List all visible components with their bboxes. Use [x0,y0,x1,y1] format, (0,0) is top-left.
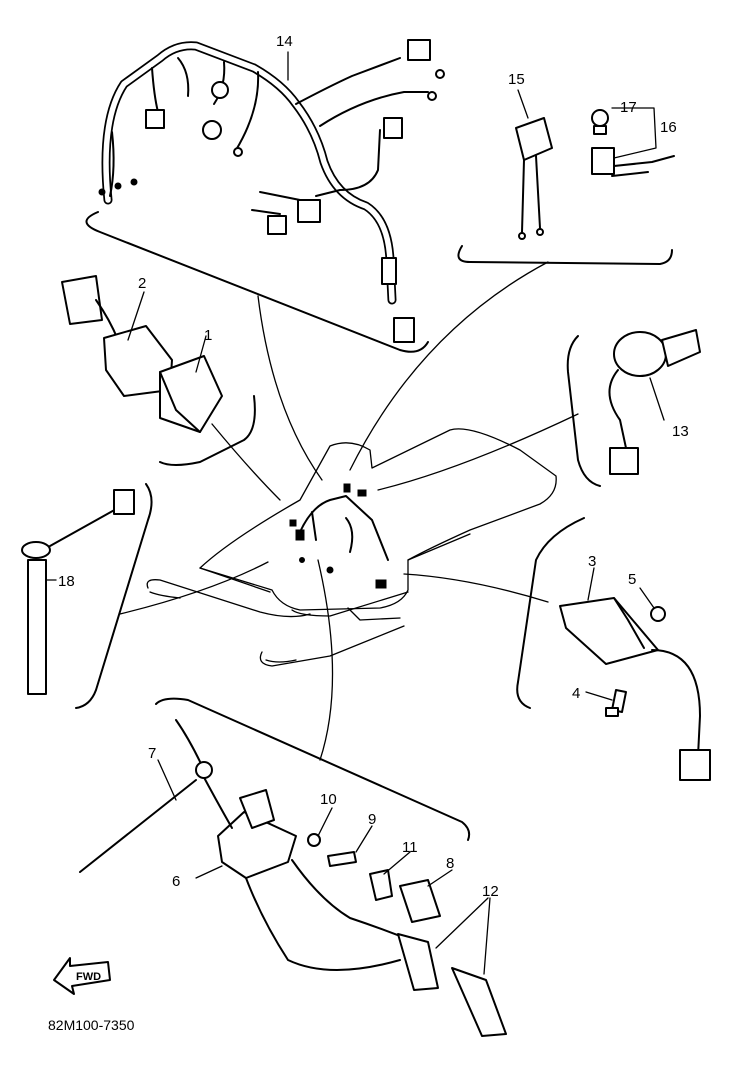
part-number-15: 15 [508,71,525,88]
leader-lines [119,261,579,761]
forward-marker-label: FWD [76,971,101,983]
part-number-7: 7 [148,745,156,762]
part-number-6: 6 [172,873,180,890]
part-number-9: 9 [368,811,376,828]
part-number-16: 16 [660,119,677,136]
part-number-11: 11 [402,839,418,856]
part-number-5: 5 [628,571,636,588]
part-number-13: 13 [672,423,689,440]
relay-15 [515,117,553,240]
sensor-rod [21,489,135,695]
main-switch [608,329,701,475]
part-number-3: 3 [588,553,596,570]
part-number-4: 4 [572,685,580,702]
part-number-1: 1 [204,327,212,344]
ignition-coil-assembly [79,719,507,1037]
part-number-2: 2 [138,275,146,292]
wire-harness [98,39,445,343]
diagram-code: 82M100-7350 [48,1017,135,1033]
callout-leaders [45,51,665,975]
rectifier-assembly [559,597,711,781]
group-brackets [75,211,673,841]
part-number-10: 10 [320,791,337,808]
relay-assembly [61,275,223,433]
part-number-17: 17 [620,99,637,116]
part-number-12: 12 [482,883,499,900]
snowmobile-outline [146,428,557,667]
part-number-14: 14 [276,33,293,50]
part-number-18: 18 [58,573,75,590]
part-labels: 14 15 17 16 2 1 13 18 3 5 4 7 6 10 9 11 … [58,33,689,900]
part-number-8: 8 [446,855,454,872]
forward-marker: FWD [53,957,111,995]
bulb-socket [591,109,675,177]
